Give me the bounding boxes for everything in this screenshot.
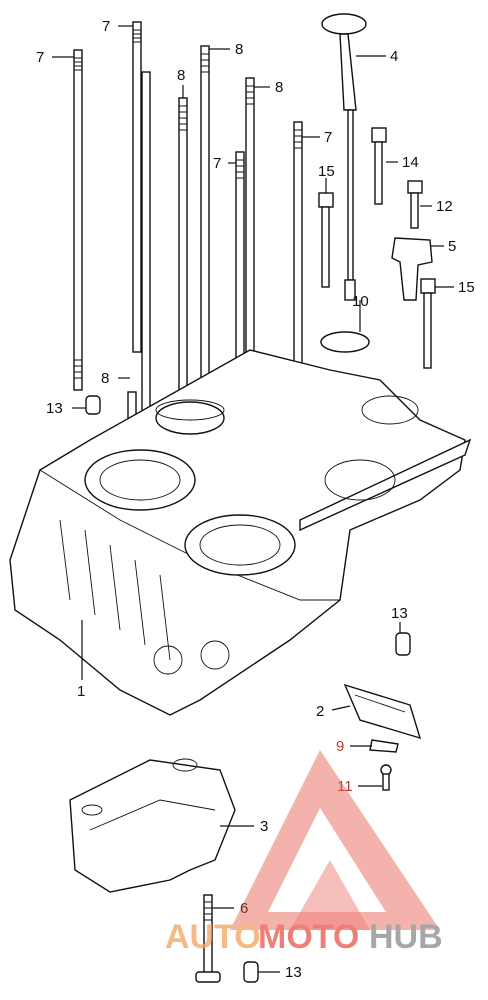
screw-11: [382, 773, 390, 791]
oil-dipstick-4: [321, 13, 367, 301]
stud-8-b: [200, 45, 210, 382]
bolt-14-shank: [374, 141, 383, 205]
bolt-15-head: [318, 192, 334, 208]
stud-8-a: [178, 97, 188, 404]
callout-7-right: 7: [324, 129, 332, 146]
watermark-moto: MOTO: [258, 918, 359, 956]
bolt-6: [195, 894, 221, 983]
washer-9: [369, 739, 399, 753]
o-ring-10: [320, 331, 370, 353]
bolt-12-shank: [410, 192, 419, 229]
callout-10: 10: [352, 293, 369, 310]
callout-14: 14: [402, 154, 419, 171]
callout-8-top: 8: [235, 41, 243, 58]
dowel-13-bottom: [243, 961, 259, 983]
callout-13-right: 13: [391, 605, 408, 622]
bolt-15b-shank: [423, 292, 432, 369]
callout-11: 11: [337, 778, 353, 795]
watermark-auto: AUTO: [165, 918, 261, 956]
callout-8-mid: 8: [177, 67, 185, 84]
watermark-hub: HUB: [369, 918, 443, 956]
upper-crankcase-1: [9, 349, 472, 716]
callout-labels: 7 7 8 4 8 8 7 7 14 15 12 5 15 10 8 13 13…: [36, 18, 475, 981]
dowel-13-right: [395, 632, 411, 656]
callout-6: 6: [240, 900, 248, 917]
callout-7-lower: 7: [213, 155, 221, 172]
callout-15-left: 15: [318, 163, 335, 180]
callout-4: 4: [390, 48, 398, 65]
callout-15-right: 15: [458, 279, 475, 296]
callout-9: 9: [336, 738, 344, 755]
callout-7-top: 7: [102, 18, 110, 35]
bolt-14-head: [371, 127, 387, 143]
stud-7-left: [73, 49, 83, 391]
bolt-12-head: [407, 180, 423, 194]
callout-3: 3: [260, 818, 268, 835]
callout-2: 2: [316, 703, 324, 720]
watermark-logo: AUTO MOTO HUB: [165, 750, 443, 956]
dowel-13-left: [85, 395, 101, 415]
callout-13-left: 13: [46, 400, 63, 417]
callout-5: 5: [448, 238, 456, 255]
callout-7-left: 7: [36, 49, 44, 66]
bearing-cap-3: [69, 759, 236, 893]
plate-2: [343, 683, 422, 740]
callout-8-lower: 8: [101, 370, 109, 387]
bolt-15-shank: [321, 206, 330, 288]
stud-7-top: [132, 21, 142, 353]
stud-7-mid: [141, 71, 151, 413]
bolt-15b-head: [420, 278, 436, 294]
callout-1: 1: [77, 683, 85, 700]
callout-12: 12: [436, 198, 453, 215]
bracket-5: [391, 237, 433, 301]
callout-13-bottom: 13: [285, 964, 302, 981]
callout-8-right: 8: [275, 79, 283, 96]
small-bolts: [318, 127, 436, 369]
watermark-triangle-icon: [230, 750, 440, 930]
leader-lines: [52, 25, 454, 973]
